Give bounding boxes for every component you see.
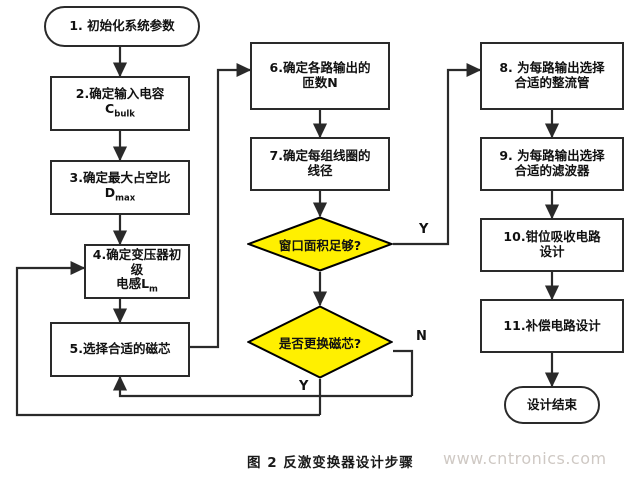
node-step-11[interactable]: 11.补偿电路设计 bbox=[480, 299, 624, 353]
node-step-8-text: 8. 为每路输出选择 合适的整流管 bbox=[496, 60, 607, 91]
node-step-9-line2: 合适的滤波器 bbox=[514, 163, 590, 178]
node-step-10-text: 10.钳位吸收电路 设计 bbox=[500, 229, 603, 260]
site-watermark: www.cntronics.com bbox=[443, 449, 607, 468]
node-step-6-line2: 匝数N bbox=[302, 75, 338, 90]
node-decision-change-core[interactable]: 是否更换磁芯? bbox=[247, 305, 393, 379]
node-step-3-subscript: max bbox=[115, 193, 136, 204]
node-step-8-line1: 8. 为每路输出选择 bbox=[499, 60, 605, 76]
diamond-shape-2 bbox=[247, 305, 393, 379]
node-step-2-text: 2.确定输入电容 Cbulk bbox=[73, 86, 167, 120]
edge-d1-yes-to-8 bbox=[393, 62, 482, 246]
node-step-7-text: 7.确定每组线圈的 线径 bbox=[267, 148, 374, 179]
edge-5-to-6 bbox=[190, 62, 252, 349]
node-step-9-text: 9. 为每路输出选择 合适的滤波器 bbox=[496, 148, 607, 179]
node-step-8-line2: 合适的整流管 bbox=[514, 75, 590, 90]
node-decision-2-label: 是否更换磁芯? bbox=[278, 335, 362, 351]
node-step-4[interactable]: 4.确定变压器初级 电感Lm bbox=[84, 244, 190, 299]
branch-label-d2-no: N bbox=[416, 329, 427, 344]
node-step-2[interactable]: 2.确定输入电容 Cbulk bbox=[50, 76, 190, 131]
node-step-10-line1: 10.钳位吸收电路 bbox=[503, 229, 601, 245]
node-step-3-text: 3.确定最大占空比 Dmax bbox=[67, 170, 174, 204]
node-start-terminator[interactable]: 1. 初始化系统参数 bbox=[44, 6, 200, 47]
node-step-4-text: 4.确定变压器初级 电感Lm bbox=[86, 246, 188, 295]
node-step-11-text: 11.补偿电路设计 bbox=[503, 317, 601, 333]
node-step-5-text: 5.选择合适的磁芯 bbox=[69, 341, 171, 357]
node-step-2-subscript: bulk bbox=[114, 109, 135, 120]
branch-label-d2-yes: Y bbox=[299, 379, 309, 394]
node-step-3-line1: 3.确定最大占空比 bbox=[69, 170, 171, 186]
node-decision-1-label: 窗口面积足够? bbox=[278, 237, 362, 253]
branch-label-d1-yes: Y bbox=[419, 222, 429, 237]
node-step-3-line2: D bbox=[104, 185, 116, 201]
node-step-4-line2: 电感L bbox=[116, 276, 150, 292]
node-step-6-text: 6.确定各路输出的 匝数N bbox=[267, 60, 374, 91]
edge-d2-no-to-5 bbox=[112, 375, 412, 398]
diamond-shape-1 bbox=[247, 216, 393, 272]
node-end-label: 设计结束 bbox=[526, 396, 577, 412]
node-step-9[interactable]: 9. 为每路输出选择 合适的滤波器 bbox=[480, 137, 624, 191]
node-step-6[interactable]: 6.确定各路输出的 匝数N bbox=[250, 42, 390, 110]
node-step-7-line2: 线径 bbox=[307, 163, 333, 178]
node-end-terminator[interactable]: 设计结束 bbox=[504, 386, 600, 424]
node-step-9-line1: 9. 为每路输出选择 bbox=[499, 148, 605, 164]
edge-d2-no-right bbox=[393, 349, 414, 396]
node-step-7[interactable]: 7.确定每组线圈的 线径 bbox=[250, 137, 390, 191]
node-step-4-line1: 4.确定变压器初级 bbox=[92, 246, 182, 277]
node-step-10[interactable]: 10.钳位吸收电路 设计 bbox=[480, 218, 624, 272]
node-step-8[interactable]: 8. 为每路输出选择 合适的整流管 bbox=[480, 42, 624, 110]
node-step-3[interactable]: 3.确定最大占空比 Dmax bbox=[50, 160, 190, 215]
node-decision-window-area[interactable]: 窗口面积足够? bbox=[247, 216, 393, 272]
node-step-10-line2: 设计 bbox=[539, 244, 565, 259]
node-step-2-line1: 2.确定输入电容 bbox=[75, 86, 165, 102]
edge-d2-yes-to-4 bbox=[15, 260, 320, 417]
figure-caption: 图 2 反激变换器设计步骤 bbox=[247, 455, 414, 471]
node-step-5[interactable]: 5.选择合适的磁芯 bbox=[50, 322, 190, 377]
node-step-2-line2: C bbox=[105, 101, 115, 117]
node-step-7-line1: 7.确定每组线圈的 bbox=[269, 148, 371, 164]
node-step-4-subscript: m bbox=[149, 284, 158, 295]
node-start-label: 1. 初始化系统参数 bbox=[69, 18, 175, 34]
node-step-6-line1: 6.确定各路输出的 bbox=[269, 60, 371, 76]
